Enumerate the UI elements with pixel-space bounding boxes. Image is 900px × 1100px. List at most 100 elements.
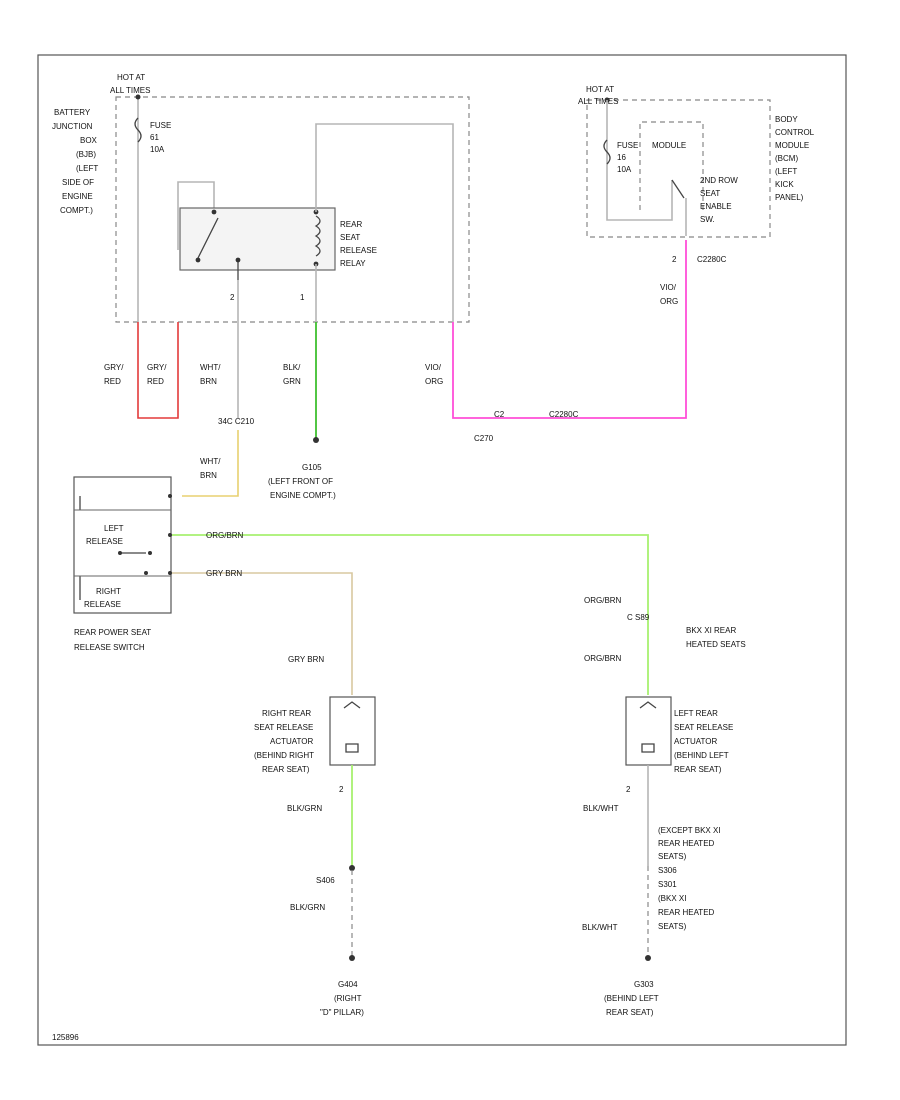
switch-name-2: RELEASE SWITCH	[74, 643, 145, 652]
c2-connector: C2280C	[549, 410, 579, 419]
ground-g303-dot	[645, 955, 651, 961]
g303-label-1: G303	[634, 980, 654, 989]
c270-label: C270	[474, 434, 494, 443]
org-brn-2: ORG/BRN	[584, 596, 622, 605]
gry-brn-1: GRY BRN	[206, 569, 242, 578]
bcm-enable-3: ENABLE	[700, 202, 732, 211]
right-actuator-4: (BEHIND RIGHT	[254, 751, 314, 760]
switch-pin-top	[168, 494, 172, 498]
fuse-16-icon	[603, 139, 611, 165]
right-actuator-solenoid-icon	[343, 701, 361, 753]
left-actuator-solenoid-icon	[639, 701, 657, 753]
heated-note-2: HEATED SEATS	[686, 640, 746, 649]
bjb-hot-label-2: ALL TIMES	[110, 86, 150, 95]
bcm-name-6: KICK	[775, 180, 794, 189]
right-actuator-5: REAR SEAT)	[262, 765, 310, 774]
blk-grn-2: BLK/GRN	[287, 804, 322, 813]
except-note-2: REAR HEATED	[658, 839, 715, 848]
right-actuator-3: ACTUATOR	[270, 737, 313, 746]
bcm-enable-1: 2ND ROW	[700, 176, 738, 185]
g303-label-3: REAR SEAT)	[606, 1008, 654, 1017]
gry-red-1-a: GRY/	[104, 363, 124, 372]
blk-wht-2: BLK/WHT	[582, 923, 618, 932]
switch-name-1: REAR POWER SEAT	[74, 628, 151, 637]
relay-contact-bottom	[195, 257, 201, 263]
right-actuator-2: SEAT RELEASE	[254, 723, 313, 732]
org-brn-3: ORG/BRN	[584, 654, 622, 663]
g404-label-2: (RIGHT	[334, 994, 362, 1003]
bjb-name-4: (BJB)	[76, 150, 96, 159]
bcm-enable-switch	[671, 179, 685, 199]
except-note-4: S306	[658, 866, 677, 875]
except-note-5: S301	[658, 880, 677, 889]
diagram-id: 125896	[52, 1033, 79, 1042]
bcm-name-2: CONTROL	[775, 128, 815, 137]
left-actuator-3: ACTUATOR	[674, 737, 717, 746]
bjb-name-3: BOX	[80, 136, 98, 145]
g404-label-3: "D" PILLAR)	[320, 1008, 364, 1017]
vio-org-left-b: ORG	[425, 377, 443, 386]
bcm-enclosure	[586, 99, 771, 238]
bjb-fuse-rating: 10A	[150, 145, 165, 154]
left-release-wire	[172, 534, 649, 695]
switch-feed-wire	[182, 430, 239, 497]
relay-label-4: RELAY	[340, 259, 366, 268]
bcm-hot-label-2: ALL TIMES	[578, 97, 618, 106]
left-actuator-box	[625, 696, 672, 766]
except-note-7: REAR HEATED	[658, 908, 715, 917]
s406-splice-dot	[349, 865, 355, 871]
bjb-name-2: JUNCTION	[52, 122, 93, 131]
gry-brn-2: GRY BRN	[288, 655, 324, 664]
g303-label-2: (BEHIND LEFT	[604, 994, 659, 1003]
relay-label-2: SEAT	[340, 233, 360, 242]
bcm-connector: C2280C	[697, 255, 727, 264]
relay-to-vio-org-wire	[315, 123, 454, 322]
ground-g105-dot	[313, 437, 319, 443]
c-s89-label: C S89	[627, 613, 650, 622]
relay-contact-top	[211, 209, 217, 215]
g105-label-2: (LEFT FRONT OF	[268, 477, 333, 486]
switch-contact-dot-c	[144, 571, 148, 575]
bcm-name-3: MODULE	[775, 141, 809, 150]
switch-right-1: RIGHT	[96, 587, 121, 596]
relay-label-1: REAR	[340, 220, 362, 229]
switch-pin-left	[168, 533, 172, 537]
bjb-fuse-label: FUSE	[150, 121, 171, 130]
left-actuator-2: SEAT RELEASE	[674, 723, 733, 732]
left-actuator-pin: 2	[626, 785, 631, 794]
org-brn-1: ORG/BRN	[206, 531, 244, 540]
relay-label-3: RELEASE	[340, 246, 377, 255]
switch-contact-dot-a	[118, 551, 122, 555]
diagram-frame	[37, 54, 847, 1046]
relay-coil-icon	[314, 215, 321, 257]
fuse-61-icon	[134, 117, 142, 143]
bcm-enable-2: SEAT	[700, 189, 720, 198]
bcm-fuse-rating: 10A	[617, 165, 632, 174]
gry-red-2-b: RED	[147, 377, 164, 386]
wht-brn-2-a: WHT/	[200, 457, 221, 466]
except-note-8: SEATS)	[658, 922, 687, 931]
bcm-name-4: (BCM)	[775, 154, 798, 163]
left-actuator-1: LEFT REAR	[674, 709, 718, 718]
gry-red-wire	[137, 322, 179, 419]
bcm-module-box	[639, 121, 704, 210]
relay-pin-2: 2	[230, 293, 235, 302]
gry-red-2-a: GRY/	[147, 363, 167, 372]
bcm-name-5: (LEFT	[775, 167, 797, 176]
wht-brn-b: BRN	[200, 377, 217, 386]
ground-g404-dot	[349, 955, 355, 961]
bjb-name-1: BATTERY	[54, 108, 91, 117]
except-note-1: (EXCEPT BKX XI	[658, 826, 721, 835]
vio-org-left-a: VIO/	[425, 363, 442, 372]
c2-label: C2	[494, 410, 505, 419]
bcm-pin: 2	[672, 255, 677, 264]
bjb-name-8: COMPT.)	[60, 206, 93, 215]
left-actuator-4: (BEHIND LEFT	[674, 751, 729, 760]
blk-grn-a: BLK/	[283, 363, 301, 372]
right-actuator-1: RIGHT REAR	[262, 709, 311, 718]
right-release-wire	[172, 572, 353, 695]
gry-red-1-b: RED	[104, 377, 121, 386]
bjb-name-5: (LEFT	[76, 164, 98, 173]
wht-brn-a: WHT/	[200, 363, 221, 372]
